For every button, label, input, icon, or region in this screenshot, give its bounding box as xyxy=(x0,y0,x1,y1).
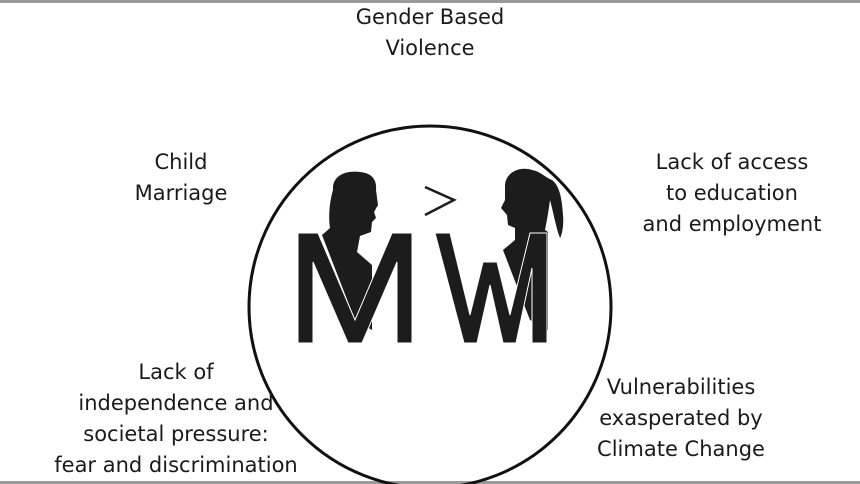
label-line: Violence xyxy=(385,36,475,60)
label-line: Lack of access xyxy=(655,150,809,174)
label-line: exasperated by xyxy=(599,406,763,430)
label-line: societal pressure: xyxy=(83,422,269,446)
center-circle xyxy=(247,124,613,484)
letter-w xyxy=(434,232,548,344)
man-silhouette xyxy=(322,171,378,330)
label-line: Climate Change xyxy=(597,437,765,461)
label-line: fear and discrimination xyxy=(54,453,298,477)
greater-than-symbol xyxy=(424,185,457,217)
label-line: independence and xyxy=(78,391,274,415)
label-line: Marriage xyxy=(134,181,228,205)
label-line: and employment xyxy=(642,212,822,236)
label-line: Vulnerabilities xyxy=(606,375,756,399)
label-gender-based-violence: Gender Based Violence xyxy=(356,2,505,64)
letter-m xyxy=(297,232,413,344)
label-child-marriage: Child Marriage xyxy=(135,147,228,209)
label-education-employment: Lack of access to education and employme… xyxy=(643,147,822,240)
label-independence-pressure: Lack of independence and societal pressu… xyxy=(54,357,298,481)
label-line: Lack of xyxy=(138,360,214,384)
label-climate-change: Vulnerabilities exasperated by Climate C… xyxy=(597,372,765,465)
label-line: Gender Based xyxy=(355,5,505,29)
label-line: to education xyxy=(666,181,798,205)
label-line: Child xyxy=(154,150,208,174)
